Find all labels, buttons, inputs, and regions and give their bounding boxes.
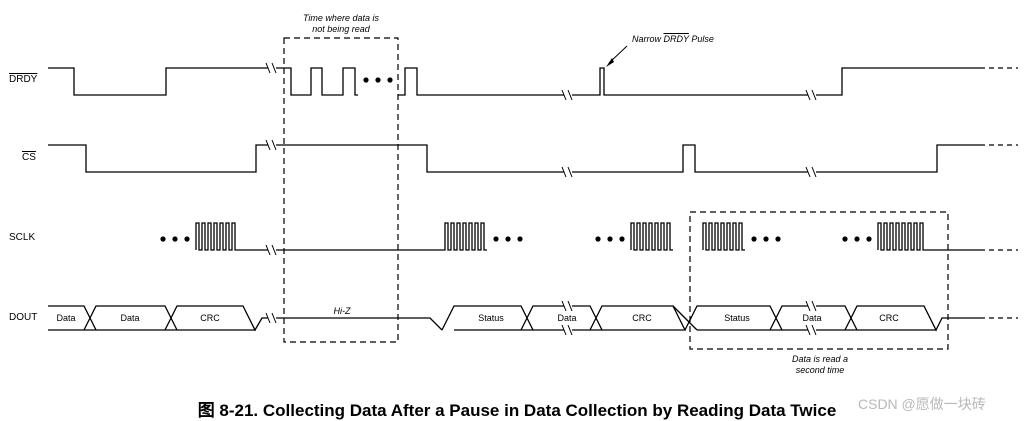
not-read-box [283, 37, 399, 343]
watermark: CSDN @愿做一块砖 [858, 396, 986, 412]
not-read-line2: not being read [312, 24, 370, 34]
dout-field-data: Data [56, 313, 76, 323]
dout-field-status: Status [478, 313, 504, 323]
drdy-waveform-pulses [276, 67, 358, 96]
sclk-label: SCLK [9, 232, 36, 243]
narrow-pulse-signal: DRDY [663, 34, 689, 44]
break-marks [265, 62, 817, 336]
read-twice-box [689, 211, 949, 350]
ellipsis-dots [160, 77, 872, 242]
dout-label: DOUT [9, 312, 38, 323]
dout-field-crc: CRC [879, 313, 899, 323]
drdy-label: DRDY [9, 74, 38, 85]
cs-waveform [48, 144, 268, 173]
dout-field-crc: CRC [200, 313, 220, 323]
narrow-pulse-prefix: Narrow [632, 34, 664, 44]
drdy-waveform [48, 67, 268, 96]
dout-field-hiz: Hi-Z [333, 306, 351, 316]
figure-caption: 图 8-21. Collecting Data After a Pause in… [197, 401, 837, 420]
not-read-line1: Time where data is [303, 13, 379, 23]
narrow-pulse-label: Narrow DRDY Pulse [632, 34, 714, 44]
dout-field-data: Data [557, 313, 577, 323]
dout-field-crc: CRC [632, 313, 652, 323]
narrow-pulse-suffix: Pulse [688, 34, 714, 44]
cs-label: CS [22, 152, 36, 163]
read-twice-line2: second time [795, 365, 845, 375]
dout-field-data: Data [802, 313, 822, 323]
read-twice-note: Data is read a second time [760, 354, 880, 376]
dout-field-status: Status [724, 313, 750, 323]
read-twice-line1: Data is read a [791, 354, 849, 364]
sclk-waveform [195, 222, 268, 251]
dout-field-data: Data [120, 313, 140, 323]
not-read-note: Time where data is not being read [284, 13, 398, 35]
dout-bus-lines [48, 305, 985, 332]
drdy-waveform-tail [398, 67, 564, 96]
